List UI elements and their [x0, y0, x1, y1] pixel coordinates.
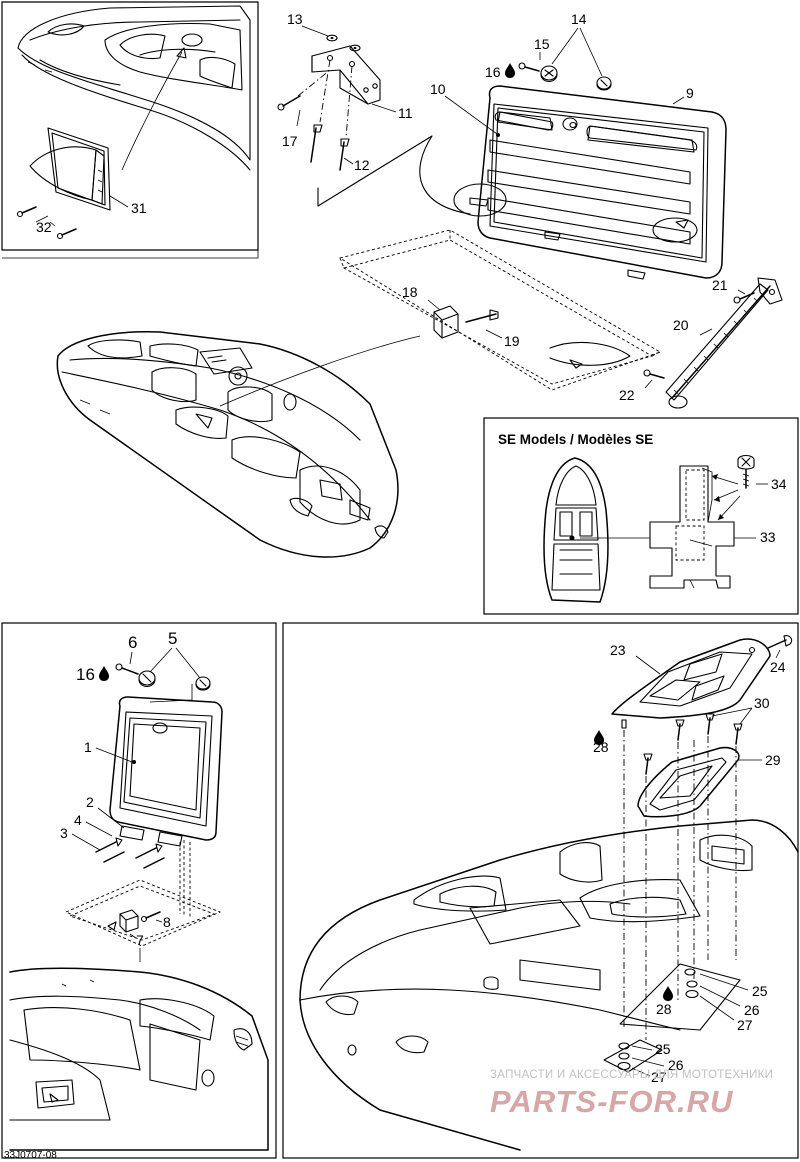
- callout-3: 3: [60, 825, 68, 841]
- callout-22: 22: [619, 387, 635, 403]
- callout-20: 20: [673, 317, 689, 333]
- rivet-icon: [95, 841, 117, 853]
- callout-29: 29: [765, 752, 781, 768]
- screw-icon: [649, 373, 665, 379]
- screw-icon: [282, 95, 301, 107]
- se-models-inset: SE Models / Modèles SE 33 34: [498, 432, 787, 603]
- callout-6: 6: [128, 633, 137, 652]
- rivet-icon: [143, 857, 165, 869]
- callout-8: 8: [163, 914, 171, 930]
- callout-13: 13: [287, 11, 303, 27]
- callout-16b: 16: [76, 665, 95, 684]
- glovebox-assembly: 6 5 16 1 2: [9, 629, 269, 1151]
- callout-4: 4: [74, 812, 82, 828]
- knob-icon: [596, 76, 612, 91]
- callout-11: 11: [398, 105, 413, 121]
- screw-icon: [737, 454, 755, 489]
- watermark-logo: PARTS-FOR.RU: [490, 1084, 734, 1119]
- knob-icon: [195, 676, 211, 691]
- boat-iso-view: [56, 330, 399, 558]
- callout-16a: 16: [485, 64, 501, 80]
- thread-locker-drop-icon: [99, 666, 109, 681]
- vent-cover-part: [29, 127, 111, 211]
- screw-icon: [61, 228, 77, 236]
- callout-26b: 26: [668, 1057, 684, 1073]
- screw-icon: [707, 717, 711, 735]
- screw-icon: [645, 757, 649, 775]
- callout-9: 9: [686, 85, 694, 101]
- callout-28a: 28: [593, 739, 609, 755]
- callout-24: 24: [770, 659, 786, 675]
- callout-25a: 25: [752, 983, 768, 999]
- rivet-icon: [103, 851, 125, 863]
- rivet-icon: [339, 141, 345, 171]
- callout-32: 32: [36, 219, 52, 235]
- callout-34: 34: [771, 476, 787, 492]
- knob-icon: [138, 670, 156, 688]
- gas-spring-assembly: 20 21 22: [619, 277, 783, 409]
- thread-locker-drop-icon: [663, 986, 673, 1001]
- screw-icon: [735, 727, 739, 745]
- rivet-icon: [145, 911, 161, 919]
- figure-code: 33J0707-08: [4, 1150, 57, 1161]
- rivet-icon: [310, 127, 317, 163]
- knob-icon: [540, 65, 558, 83]
- callout-31: 31: [131, 200, 147, 216]
- se-models-box: [483, 417, 799, 615]
- callout-17: 17: [282, 133, 298, 149]
- gas-spring-icon: [671, 285, 771, 399]
- callout-26a: 26: [744, 1002, 760, 1018]
- callout-23: 23: [610, 642, 626, 658]
- callout-5: 5: [168, 629, 177, 648]
- watermark-tagline: ЗАПЧАСТИ И АКСЕССУАРЫ ДЛЯ МОТОТЕХНИКИ: [490, 1069, 773, 1081]
- callout-19: 19: [504, 333, 520, 349]
- callout-21: 21: [712, 277, 728, 293]
- rivet-icon: [465, 313, 497, 323]
- se-models-title: SE Models / Modèles SE: [498, 432, 653, 447]
- callout-30: 30: [754, 695, 770, 711]
- screw-icon: [524, 66, 540, 72]
- callout-28b: 28: [656, 1001, 672, 1017]
- screw-icon: [767, 639, 787, 649]
- callout-2: 2: [86, 794, 94, 810]
- callout-25b: 25: [655, 1041, 671, 1057]
- thread-locker-drop-icon: [505, 63, 515, 78]
- callout-15: 15: [534, 36, 550, 52]
- stern-tray-assembly: 23 24 28 29 30: [299, 635, 799, 1151]
- thread-locker-drop-icon: [594, 730, 604, 745]
- callout-1: 1: [84, 739, 92, 755]
- hinge-assembly: 13 12 17 11: [277, 11, 471, 215]
- screw-icon: [21, 206, 37, 214]
- callout-14: 14: [571, 11, 587, 27]
- callout-27a: 27: [737, 1017, 753, 1033]
- screw-icon: [677, 723, 681, 741]
- rivet-icon: [135, 847, 157, 859]
- callout-33: 33: [760, 529, 776, 545]
- callout-7: 7: [136, 932, 144, 948]
- callout-18: 18: [402, 284, 418, 300]
- screw-icon: [121, 667, 139, 675]
- inset-boat-vent: 31 32: [16, 5, 251, 240]
- callout-10: 10: [430, 81, 446, 97]
- callout-12: 12: [354, 157, 370, 173]
- callout-27b: 27: [651, 1069, 667, 1085]
- screw-icon: [739, 292, 755, 300]
- storage-hatch-assembly: 9 10 15 16 14: [430, 11, 727, 280]
- hatch-opening: 18 19: [219, 229, 662, 407]
- watermark: ЗАПЧАСТИ И АКСЕССУАРЫ ДЛЯ МОТОТЕХНИКИ PA…: [490, 1069, 773, 1119]
